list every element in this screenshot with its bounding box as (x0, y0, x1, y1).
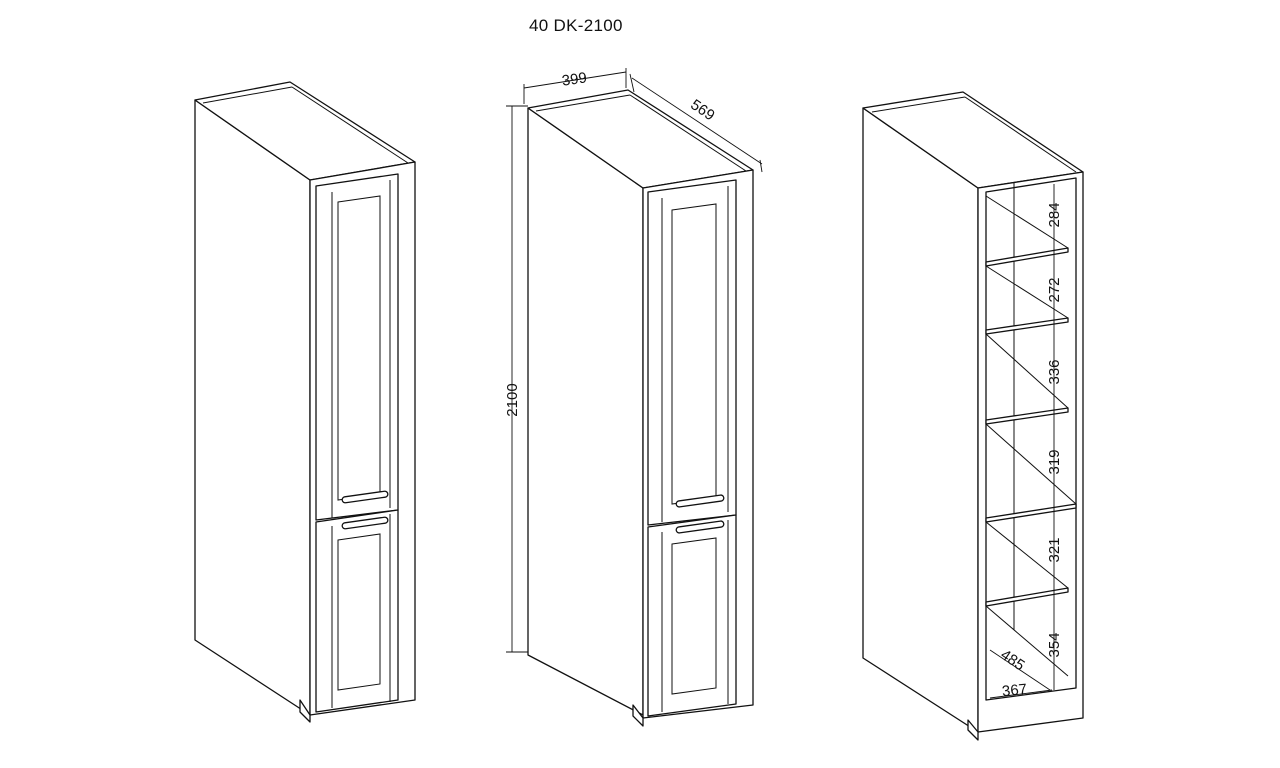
cabinet-right-view: 284 272 336 319 321 354 485 367 (862, 91, 1084, 741)
height-label: 2100 (504, 383, 521, 416)
cabinet-middle-view: 2100 399 569 (504, 68, 763, 727)
shelf-gap-1: 284 (1046, 202, 1063, 227)
shelf-gap-2: 272 (1046, 277, 1063, 302)
shelf (985, 423, 1077, 523)
door-handle-icon (675, 494, 725, 534)
lower-door (315, 509, 399, 713)
height-dimension: 2100 (504, 105, 528, 653)
upper-door (315, 173, 399, 521)
depth-label: 569 (687, 96, 717, 124)
lower-door (647, 514, 737, 717)
width-label: 399 (561, 69, 588, 89)
shelf-gap-4: 319 (1046, 449, 1063, 474)
shelf-gap-3: 336 (1046, 359, 1063, 384)
shelf-gap-5: 321 (1046, 537, 1063, 562)
diagram-title: 40 DK-2100 (529, 16, 623, 35)
cabinet-left-view (194, 81, 416, 723)
door-handle-icon (341, 490, 389, 530)
inner-width-label: 367 (1001, 681, 1028, 701)
shelf-gap-6: 354 (1046, 632, 1063, 657)
width-dimension: 399 (523, 68, 627, 104)
upper-door (647, 179, 737, 526)
